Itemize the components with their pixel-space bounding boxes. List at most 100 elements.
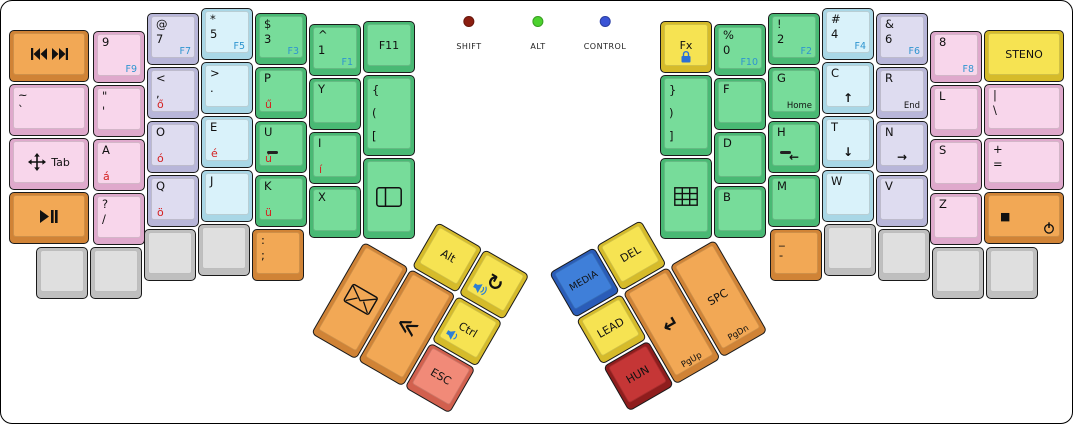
key-n[interactable]: N→ [876, 121, 928, 173]
redo-key[interactable]: ↻ [458, 249, 530, 321]
key-legend-stack: H [777, 125, 786, 140]
blank-key-left-2[interactable] [90, 247, 142, 299]
key-legend: # [831, 12, 841, 26]
key-legend-stack: *5 [210, 12, 217, 42]
comma-key[interactable]: <,ő [147, 67, 199, 119]
key-b[interactable]: B [714, 186, 766, 238]
key-x[interactable]: X [309, 186, 361, 238]
key-legend: ^ [318, 28, 328, 42]
key-w[interactable]: W [822, 170, 874, 222]
key-legend: < [156, 71, 166, 85]
key-legend: @ [156, 17, 168, 31]
key-center-label: DEL [617, 242, 643, 265]
accent-legend: ö [157, 206, 164, 219]
key-center-label: LEAD [594, 314, 627, 341]
key-l[interactable]: L [930, 85, 982, 137]
blank-key-left-1[interactable] [36, 247, 88, 299]
tilde-grave-key[interactable]: ~` [9, 84, 89, 136]
blank-key-left-4[interactable] [198, 224, 250, 276]
period-key[interactable]: >. [201, 62, 253, 114]
key-f11[interactable]: F11 [363, 21, 415, 73]
key-h[interactable]: H← [768, 121, 820, 173]
key-legend: 3 [264, 32, 272, 46]
key-legend: 2 [777, 32, 785, 46]
question-slash-key[interactable]: ?/ [93, 193, 145, 245]
key-legend: 1 [318, 43, 326, 57]
close-brackets-key-cap: })] [664, 78, 708, 149]
blank-key-right-1-cap [828, 227, 872, 269]
lock-icon [681, 51, 692, 63]
prev-next-track-key[interactable] [9, 30, 89, 82]
key-legend: | [993, 88, 997, 102]
key-c[interactable]: C↑ [822, 62, 874, 114]
close-brackets-key[interactable]: })] [660, 75, 712, 156]
blank-key-right-4[interactable] [986, 247, 1038, 299]
key-legend: X [318, 190, 326, 204]
tab-move-key[interactable]: Tab [9, 138, 89, 190]
key-j[interactable]: J [201, 170, 253, 222]
key-d[interactable]: D [714, 132, 766, 184]
quote-key-cap: "' [97, 88, 141, 130]
key-f[interactable]: F [714, 78, 766, 130]
blank-key-right-2[interactable] [878, 229, 930, 281]
key-legend: K [264, 179, 272, 193]
key-t[interactable]: T↓ [822, 116, 874, 168]
key-legend-stack: Z [939, 197, 947, 212]
key-v[interactable]: V [876, 175, 928, 227]
quote-key[interactable]: "' [93, 85, 145, 137]
steno-key[interactable]: STENO [984, 30, 1064, 82]
blank-key-left-3[interactable] [144, 229, 196, 281]
stop-power-key[interactable]: ■ [984, 192, 1064, 244]
key-m[interactable]: M [768, 175, 820, 227]
pipe-backslash-key[interactable]: |\ [984, 84, 1064, 136]
underscore-dash-key[interactable]: _- [770, 229, 822, 281]
play-pause-key[interactable] [9, 192, 89, 244]
blank-key-right-3[interactable] [932, 247, 984, 299]
key-t-cap: T↓ [826, 119, 870, 161]
key-z[interactable]: Z [930, 193, 982, 245]
control-led-icon [599, 16, 611, 27]
key-center-label: ↵ [657, 309, 685, 339]
email-key[interactable] [311, 241, 410, 360]
key-legend: B [723, 190, 731, 204]
key-s-cap: S [934, 142, 978, 184]
key-y[interactable]: Y [309, 78, 361, 130]
fx-layer-key[interactable]: Fx [660, 21, 712, 73]
blank-key-right-1[interactable] [824, 224, 876, 276]
keypad-layer-key[interactable] [660, 158, 712, 239]
open-brackets-key[interactable]: {([ [363, 75, 415, 156]
ctrl-key[interactable]: Ctrl [431, 295, 503, 367]
window-layer-key[interactable] [363, 158, 415, 239]
colon-semicolon-key[interactable]: :; [252, 229, 304, 281]
colon-semicolon-key-cap: :; [256, 232, 300, 274]
accent-legend: ú [265, 152, 272, 165]
key-center [368, 162, 410, 231]
plus-equals-key[interactable]: += [984, 138, 1064, 190]
key-legend-stack: #4 [831, 12, 841, 42]
key-legend: G [777, 71, 786, 85]
key-s[interactable]: S [930, 139, 982, 191]
key-legend-stack: ~` [18, 88, 28, 118]
